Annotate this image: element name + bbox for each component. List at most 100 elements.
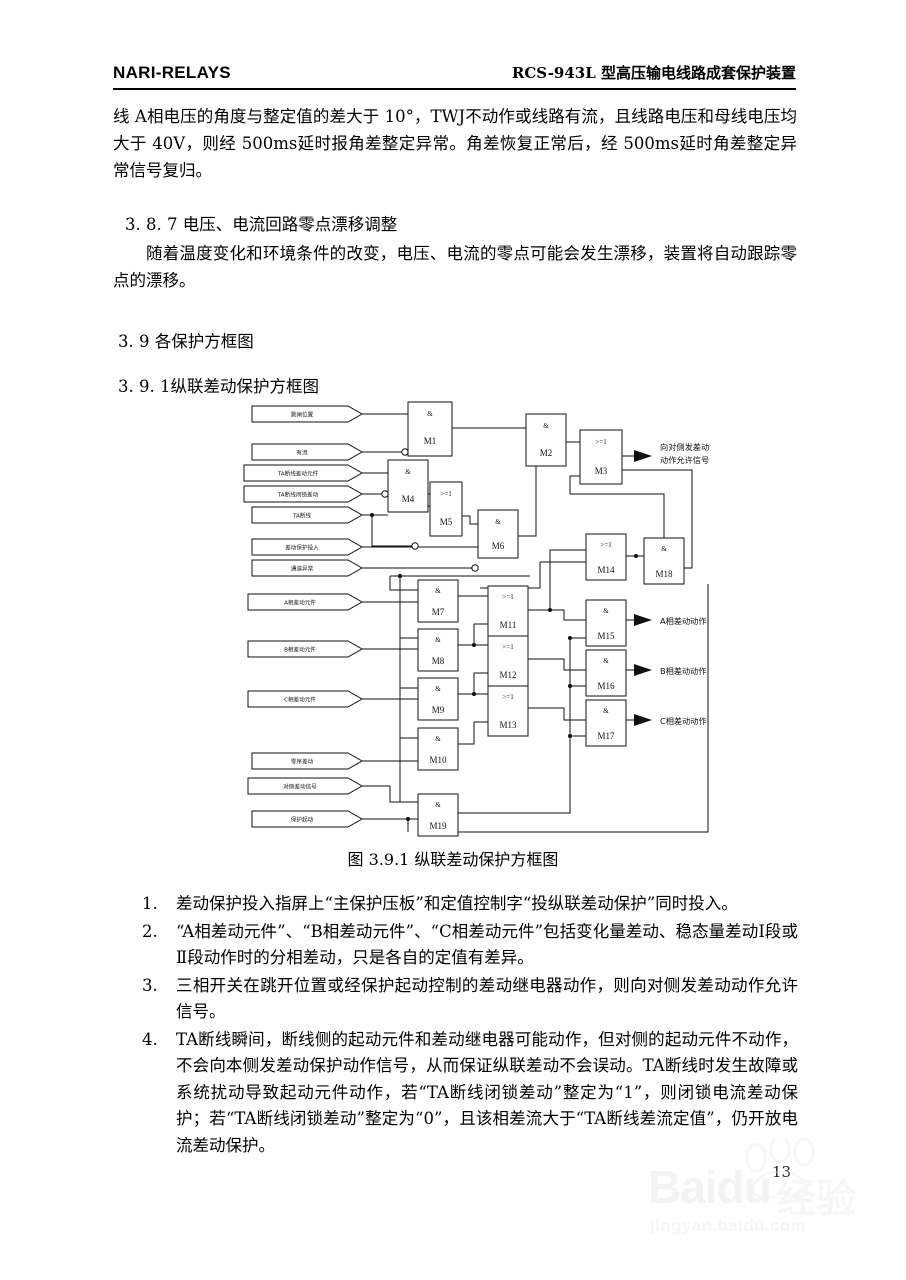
input-label-12: 保护起动	[291, 815, 314, 823]
input-label-8: B相差动元件	[284, 645, 316, 653]
gate-M17	[585, 699, 627, 747]
notes-list: 1. 差动保护投入指屏上“主保护压板”和定值控制字“投纵联差动保护”同时投入。 …	[142, 891, 798, 1160]
input-flag-ta-duanxian-bisuo-chadong	[243, 485, 364, 503]
input-flag-a-xiang-chadong-yuanjian	[247, 593, 364, 611]
list-item: 2. “A相差动元件”、“B相差动元件”、“C相差动元件”包括变化量差动、稳态量…	[142, 919, 798, 972]
input-flag-ta-duanxian	[251, 506, 364, 524]
gate-name-M13: M13	[499, 720, 517, 730]
output-label-c-phase: C相差动动作	[660, 716, 707, 726]
input-flag-c-xiang-chadong-yuanjian	[247, 690, 364, 708]
input-flag-lingxu-chadong	[251, 752, 364, 770]
input-label-11: 对侧差动信号	[283, 782, 317, 790]
list-item-number: 4.	[142, 1029, 158, 1049]
input-label-7: A相差动元件	[284, 598, 316, 606]
brand-name: NARI-RELAYS	[113, 63, 231, 82]
gate-M6	[477, 509, 519, 559]
input-label-1: 有流	[296, 448, 308, 456]
gate-name-M10: M10	[429, 755, 447, 765]
output-label-a-phase: A相差动动作	[660, 616, 707, 626]
gate-symbol-M15: &	[603, 607, 609, 615]
gate-symbol-M7: &	[435, 587, 441, 595]
gate-name-M2: M2	[540, 448, 553, 458]
invert-bubble-m5	[411, 542, 419, 550]
input-flag-tiaokai-weizhi	[251, 405, 364, 423]
input-label-0: 跳闸位置	[291, 410, 314, 418]
gate-symbol-M3: >=1	[595, 438, 607, 446]
gate-name-M19: M19	[429, 821, 447, 831]
input-label-6: 通道异常	[291, 564, 314, 572]
gate-M9	[417, 677, 459, 721]
gate-M2	[525, 413, 567, 467]
page-header: NARI-RELAYS RCS-943L 型高压输电线路成套保护装置	[113, 62, 796, 83]
list-item: 1. 差动保护投入指屏上“主保护压板”和定值控制字“投纵联差动保护”同时投入。	[142, 891, 798, 918]
list-item-number: 3.	[142, 975, 158, 995]
list-item-text: “A相差动元件”、“B相差动元件”、“C相差动元件”包括变化量差动、稳态量差动Ⅰ…	[176, 921, 798, 968]
input-label-2: TA断线差动元件	[277, 469, 319, 477]
gate-name-M18: M18	[655, 569, 673, 579]
gate-symbol-M8: &	[435, 636, 441, 644]
gate-name-M6: M6	[492, 541, 505, 551]
document-title: RCS-943L 型高压输电线路成套保护装置	[511, 64, 796, 82]
gate-symbol-M14: >=1	[600, 541, 612, 549]
gate-M15	[585, 599, 627, 647]
gate-symbol-M18: &	[661, 545, 667, 553]
gate-M19	[417, 793, 459, 837]
watermark-url: jingyan.baidu.com	[650, 1216, 807, 1235]
list-item-text: 差动保护投入指屏上“主保护压板”和定值控制字“投纵联差动保护”同时投入。	[176, 894, 738, 913]
gate-M4	[387, 459, 429, 513]
input-flag-tongdao-yichang	[251, 559, 364, 577]
output-label-allow-line2: 动作允许信号	[660, 455, 709, 465]
gate-name-M16: M16	[597, 681, 615, 691]
gate-name-M11: M11	[500, 620, 517, 630]
gate-M18	[643, 537, 685, 585]
invert-bubble-m6	[471, 564, 479, 572]
input-flag-youliu	[251, 443, 364, 461]
gate-M10	[417, 727, 459, 771]
gate-name-M1: M1	[424, 436, 437, 446]
heading-3-9: 3. 9 各保护方框图	[118, 332, 254, 351]
block-diagram-figure: 跳闸位置 有流 TA断线差动元件 TA断线闭锁差动 TA断线 差动保护投入 通道…	[240, 398, 800, 843]
output-arrows	[634, 450, 652, 726]
gate-M7	[417, 579, 459, 623]
diagram-wires	[362, 413, 709, 833]
input-flags	[243, 405, 364, 828]
input-flag-duice-chadong-xinhao	[247, 777, 364, 795]
list-item-number: 1.	[142, 894, 158, 913]
input-flag-baohu-qidong	[251, 810, 364, 828]
input-flag-ta-duanxian-chadong-yuanjian	[243, 464, 364, 482]
output-arrowhead-allow	[634, 450, 652, 462]
gate-name-M5: M5	[440, 517, 453, 527]
gate-symbol-M16: &	[603, 657, 609, 665]
gate-symbol-M11: >=1	[502, 593, 514, 601]
logic-gates	[387, 401, 685, 837]
gate-symbol-M4: &	[405, 468, 411, 476]
input-label-4: TA断线	[292, 511, 311, 519]
gate-name-M7: M7	[432, 607, 445, 617]
output-arrowhead-c-phase	[634, 714, 652, 726]
gate-symbol-M1: &	[427, 410, 433, 418]
heading-3-9-1: 3. 9. 1纵联差动保护方框图	[118, 377, 319, 396]
output-arrowhead-a-phase	[634, 614, 652, 626]
invert-bubble-m4	[381, 490, 389, 498]
output-label-b-phase: B相差动动作	[660, 666, 707, 676]
gate-name-M4: M4	[402, 494, 415, 504]
gate-name-M17: M17	[597, 731, 615, 741]
gate-M3	[579, 429, 623, 485]
gate-M16	[585, 649, 627, 697]
list-item-number: 2.	[142, 921, 158, 941]
input-label-10: 零序差动	[291, 757, 314, 765]
list-item: 4. TA断线瞬间，断线侧的起动元件和差动继电器可能动作，但对侧的起动元件不动作…	[142, 1027, 798, 1160]
gate-symbol-M10: &	[435, 735, 441, 743]
input-flag-b-xiang-chadong-yuanjian	[247, 640, 364, 658]
gate-name-M9: M9	[432, 705, 445, 715]
input-flag-chadong-baohu-touru	[251, 538, 364, 556]
gate-M1	[407, 401, 453, 457]
paragraph-3-8-7: 随着温度变化和环境条件的改变，电压、电流的零点可能会发生漂移，装置将自动跟踪零点…	[113, 244, 797, 290]
figure-caption: 图 3.9.1 纵联差动保护方框图	[347, 850, 559, 869]
opening-paragraph: 线 A相电压的角度与整定值的差大于 10°，TWJ不动作或线路有流，且线路电压和…	[113, 107, 797, 180]
output-arrowhead-b-phase	[634, 664, 652, 676]
gate-M14	[585, 533, 627, 581]
gate-symbol-M5: >=1	[440, 490, 452, 498]
gate-name-M15: M15	[597, 631, 615, 641]
